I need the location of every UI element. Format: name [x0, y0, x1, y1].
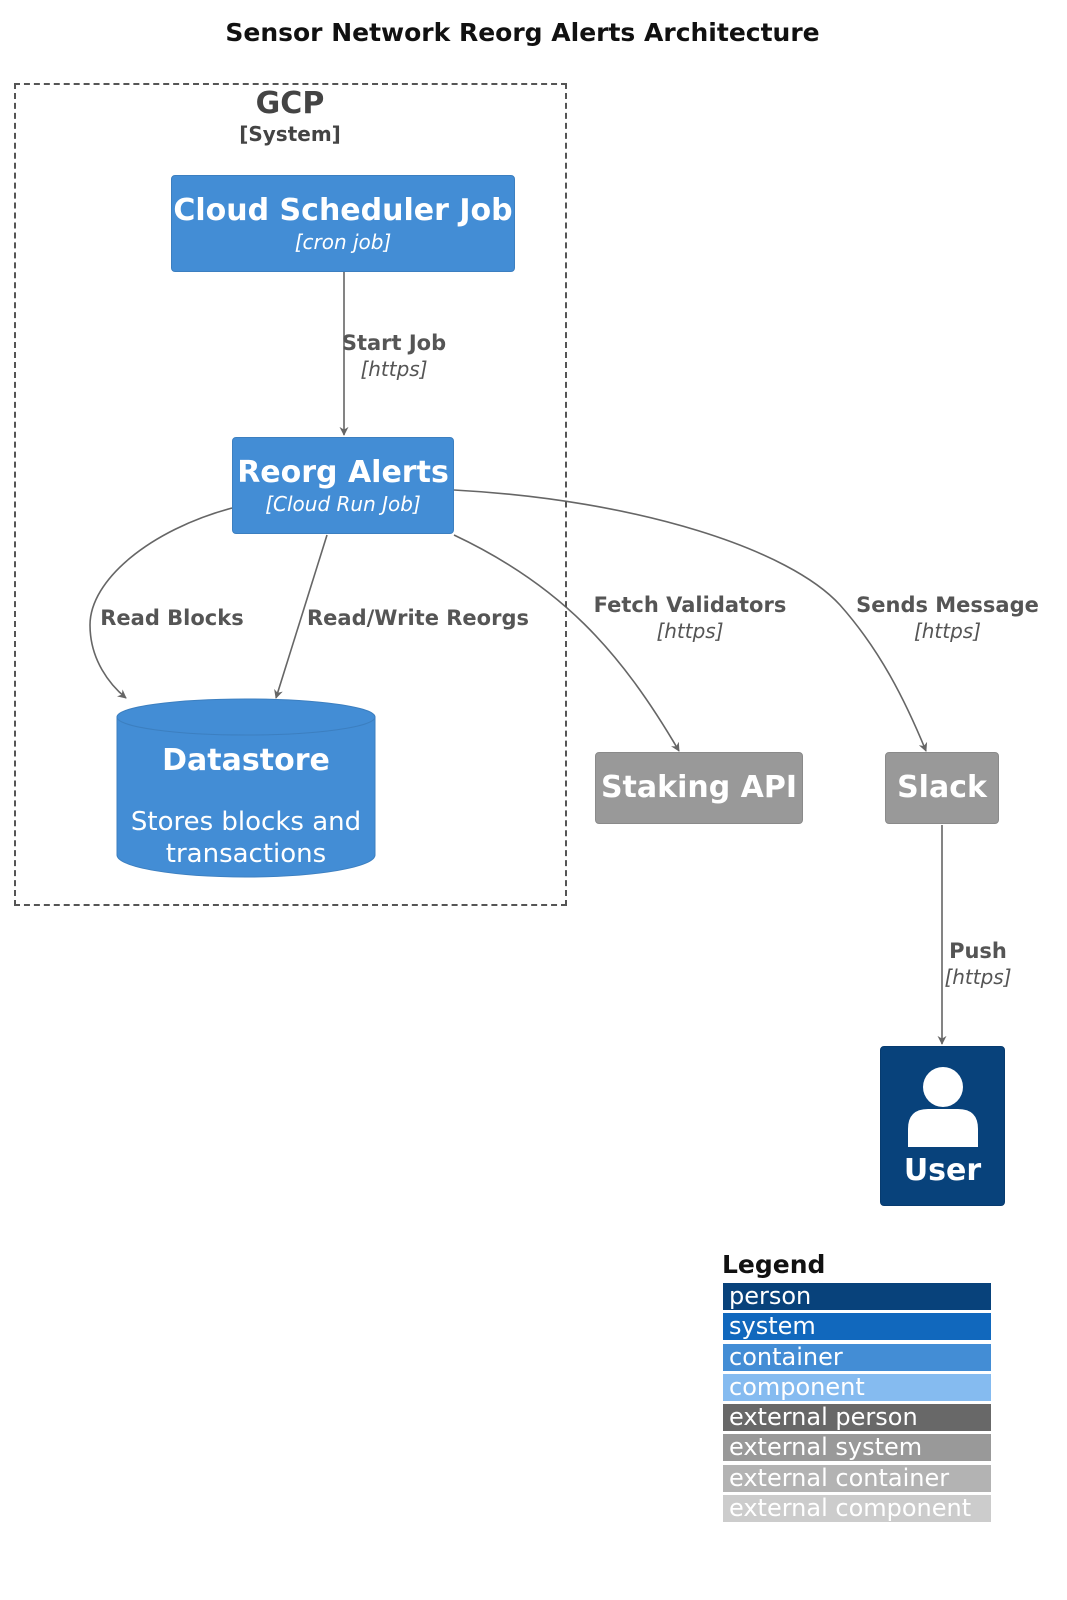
legend-item-external-person: external person: [723, 1404, 991, 1432]
relation-label-push: Push [https]: [938, 938, 1018, 990]
datastore-description-line: transactions: [165, 839, 327, 869]
node-name: Staking API: [600, 770, 798, 805]
staking-api-node[interactable]: Staking API: [595, 752, 803, 824]
relation-technology: [https]: [360, 357, 428, 381]
node-name: Slack: [897, 770, 987, 805]
slack-node[interactable]: Slack: [885, 752, 999, 824]
diagram-title: Sensor Network Reorg Alerts Architecture: [225, 18, 820, 47]
relation-technology: [https]: [656, 619, 724, 643]
datastore-cylinder: [116, 698, 376, 878]
legend-item-external-container: external container: [723, 1464, 991, 1492]
relation-label-read-write-reorgs: Read/Write Reorgs: [300, 605, 536, 631]
user-person-node[interactable]: User: [880, 1046, 1005, 1206]
node-name: Reorg Alerts: [237, 454, 449, 490]
boundary-type: [System]: [239, 122, 341, 146]
relation-label: Read Blocks: [100, 606, 244, 630]
datastore-name: Datastore: [162, 743, 330, 778]
arrow-sends-message: [453, 489, 928, 752]
legend-item-component: component: [723, 1373, 991, 1401]
arrow-read-write-reorgs: [274, 534, 328, 699]
relation-technology: [https]: [913, 619, 982, 643]
cloud-scheduler-job-node[interactable]: Cloud Scheduler Job [cron job]: [171, 175, 515, 272]
legend-item-system: system: [723, 1313, 991, 1341]
gcp-system-boundary: [14, 83, 567, 906]
node-name: User: [903, 1153, 982, 1188]
legend-title: Legend: [722, 1250, 826, 1279]
node-technology: [Cloud Run Job]: [265, 491, 421, 516]
person-icon: [907, 1067, 978, 1147]
relation-label: Start Job: [341, 331, 447, 355]
datastore-description-line: Stores blocks and: [130, 807, 362, 837]
node-technology: [cron job]: [294, 229, 392, 254]
datastore-description: Stores blocks and transactions: [117, 806, 375, 870]
arrow-fetch-validators: [453, 534, 680, 752]
legend: person system container component extern…: [723, 1283, 991, 1525]
boundary-name: GCP: [255, 86, 325, 121]
relation-label-start-job: Start Job [https]: [334, 330, 454, 382]
relation-label: Read/Write Reorgs: [307, 606, 529, 630]
reorg-alerts-node[interactable]: Reorg Alerts [Cloud Run Job]: [232, 437, 454, 534]
legend-item-container: container: [723, 1343, 991, 1371]
relation-label-read-blocks: Read Blocks: [92, 605, 252, 631]
node-name: Cloud Scheduler Job: [173, 192, 513, 228]
legend-item-external-component: external component: [723, 1495, 991, 1523]
relation-label: Sends Message: [856, 593, 1039, 617]
relation-technology: [https]: [944, 965, 1012, 989]
relation-label: Fetch Validators: [593, 593, 787, 617]
legend-item-external-system: external system: [723, 1434, 991, 1462]
relation-label: Push: [949, 939, 1007, 963]
relation-label-fetch-validators: Fetch Validators [https]: [585, 592, 795, 644]
relation-label-sends-message: Sends Message [https]: [850, 592, 1045, 644]
arrow-read-blocks: [89, 507, 233, 699]
legend-item-person: person: [723, 1283, 991, 1310]
